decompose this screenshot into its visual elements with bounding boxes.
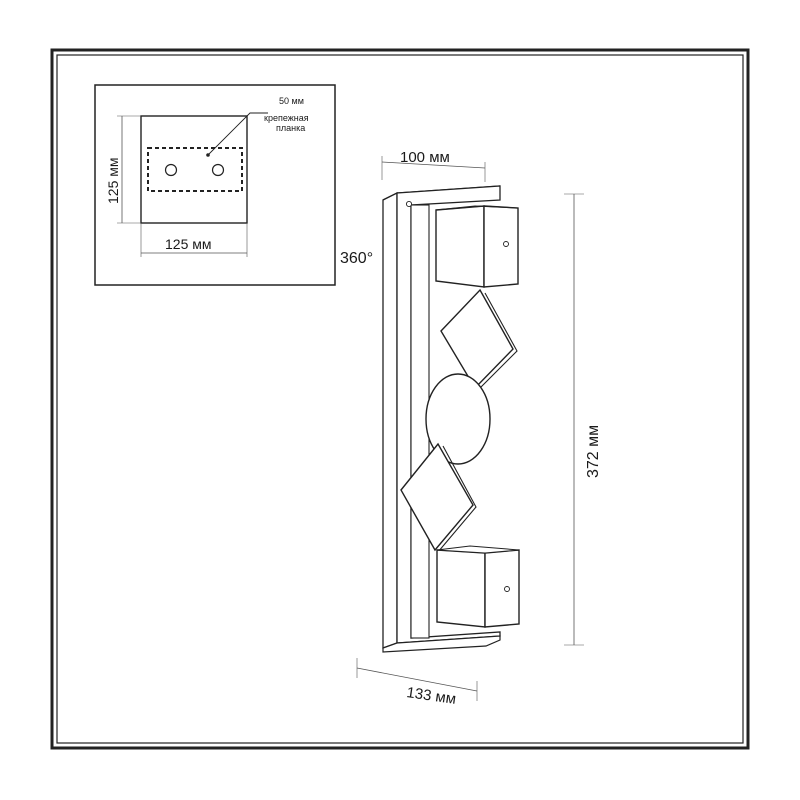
- inset-height-label: 125 мм: [105, 158, 121, 205]
- depth-dim-line: [356, 667, 478, 692]
- mounting-inset: 50 мм крепежная планка 125 мм 125 мм: [94, 84, 336, 286]
- inset-mounting-plate: [147, 147, 243, 192]
- upper-diamond-panel: [440, 288, 514, 390]
- top-dim-line: [381, 161, 486, 169]
- height-label: 372 мм: [585, 425, 602, 478]
- top-cube-top: [435, 205, 519, 211]
- inset-hole-right: [211, 163, 225, 177]
- rotation-label: 360°: [340, 250, 373, 267]
- inset-width-label: 125 мм: [165, 236, 212, 252]
- bottom-cube-top: [436, 545, 520, 554]
- luminaire-drawing: 100 мм 360° 372 мм: [340, 149, 602, 708]
- bottom-base: [382, 635, 501, 653]
- bottom-cube-front: [436, 549, 486, 628]
- top-cube-front: [435, 205, 485, 288]
- inset-hole-left: [164, 163, 178, 177]
- inner-frame: [56, 54, 744, 744]
- inset-leader-line: [207, 112, 268, 156]
- lower-diamond-panel: [400, 442, 474, 552]
- center-disc: [425, 373, 491, 465]
- inset-label-50mm: 50 мм: [279, 96, 304, 106]
- inset-label-plate-1: крепежная: [264, 113, 309, 123]
- top-cube-side: [483, 205, 519, 288]
- inset-label-plate-2: планка: [276, 123, 305, 133]
- outer-frame: [50, 48, 750, 750]
- bottom-cube-side: [484, 549, 520, 628]
- bottom-cube-screw: [504, 586, 510, 592]
- inset-leader-dot: [206, 153, 210, 157]
- top-cube-screw: [503, 241, 509, 247]
- back-plate-front: [382, 191, 398, 649]
- depth-label: 133 мм: [405, 684, 457, 708]
- lower-diamond-edge: [437, 445, 477, 553]
- top-screw: [405, 200, 413, 208]
- upper-diamond-edge: [477, 292, 518, 391]
- top-width-label: 100 мм: [400, 149, 450, 166]
